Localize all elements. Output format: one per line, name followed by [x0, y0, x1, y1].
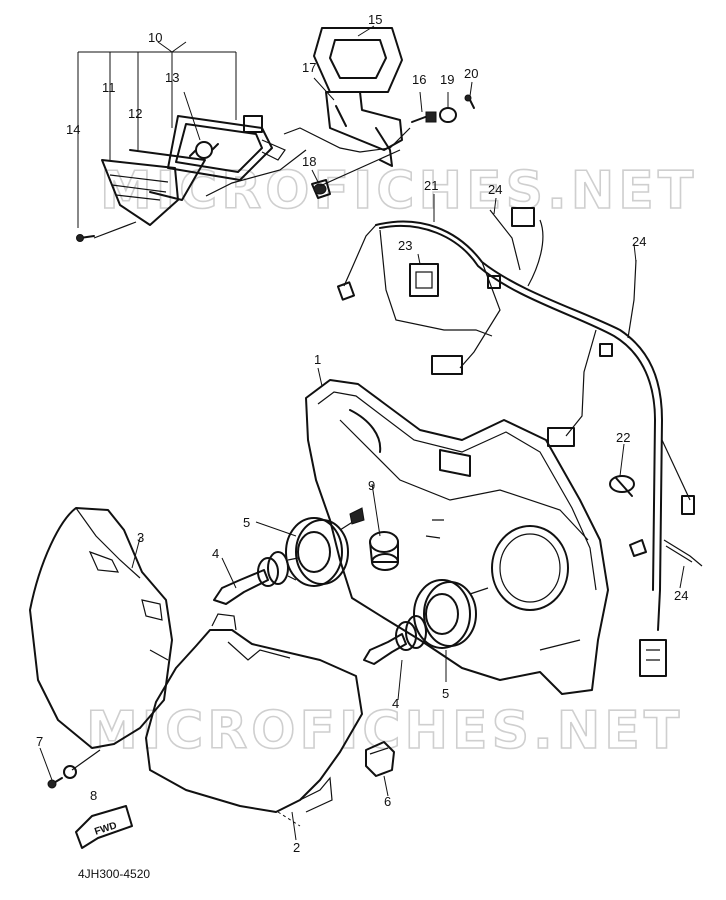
screw-7 — [47, 765, 77, 789]
callout-23: 23 — [398, 238, 412, 253]
wire-harness-21 — [336, 207, 695, 677]
bulb-4-upper — [213, 551, 299, 605]
callout-18: 18 — [302, 154, 316, 169]
callout-10: 10 — [148, 30, 162, 45]
callout-6: 6 — [384, 794, 391, 809]
diagram-code: 4JH300-4520 — [78, 867, 150, 881]
screw-14 — [76, 234, 95, 242]
callout-12: 12 — [128, 106, 142, 121]
bulb-holder-5-upper — [285, 507, 365, 587]
callout-24-top: 24 — [488, 182, 502, 197]
callout-2: 2 — [293, 840, 300, 855]
callout-22: 22 — [616, 430, 630, 445]
callout-4-lower: 4 — [392, 696, 399, 711]
callout-5-upper: 5 — [243, 515, 250, 530]
callout-1: 1 — [314, 352, 321, 367]
lamp-gasket-12 — [129, 149, 206, 201]
bolt-16 — [411, 111, 437, 123]
clamp-22 — [609, 475, 635, 497]
callout-4-upper: 4 — [212, 546, 219, 561]
callout-24-right: 24 — [632, 234, 646, 249]
headlight-body-1 — [305, 379, 609, 695]
screw-20 — [464, 94, 475, 109]
bracket-17 — [325, 91, 403, 167]
callout-15: 15 — [368, 12, 382, 27]
gasket-15 — [313, 27, 403, 93]
lamp-lens-11 — [101, 159, 179, 226]
callout-9: 9 — [368, 478, 375, 493]
bulb-13 — [189, 141, 219, 159]
callout-17: 17 — [302, 60, 316, 75]
lamp-housing-10 — [167, 115, 286, 181]
bulb-socket-9 — [369, 531, 399, 571]
callouts: 1 2 3 4 4 5 5 6 7 8 9 10 11 12 13 14 15 … — [36, 12, 688, 855]
callout-19: 19 — [440, 72, 454, 87]
watermark-top: MICROFICHES.NET — [100, 161, 697, 221]
callout-14: 14 — [66, 122, 80, 137]
callout-16: 16 — [412, 72, 426, 87]
band-24-top — [489, 209, 521, 271]
bulb-4-lower — [363, 615, 427, 665]
callout-3: 3 — [137, 530, 144, 545]
callout-8: 8 — [90, 788, 97, 803]
callout-20: 20 — [464, 66, 478, 81]
bulb-holder-5-lower — [413, 579, 489, 649]
callout-5-lower: 5 — [442, 686, 449, 701]
callout-7: 7 — [36, 734, 43, 749]
callout-11: 11 — [102, 80, 116, 95]
lens-unit-2 — [145, 613, 363, 813]
lens-3 — [29, 507, 173, 749]
relay-23 — [409, 263, 439, 297]
damper-18 — [311, 179, 331, 199]
callout-24-lower: 24 — [674, 588, 688, 603]
bushing-6 — [365, 741, 395, 777]
band-24-lower — [663, 539, 703, 567]
fwd-arrow-8: FWD — [75, 805, 133, 849]
leader-lines — [39, 25, 685, 841]
band-24-right — [627, 259, 637, 339]
callout-13: 13 — [165, 70, 179, 85]
collar-19 — [439, 107, 457, 123]
grommet-right — [629, 539, 647, 557]
callout-21: 21 — [424, 178, 438, 193]
watermark-bottom: MICROFICHES.NET — [86, 701, 683, 761]
